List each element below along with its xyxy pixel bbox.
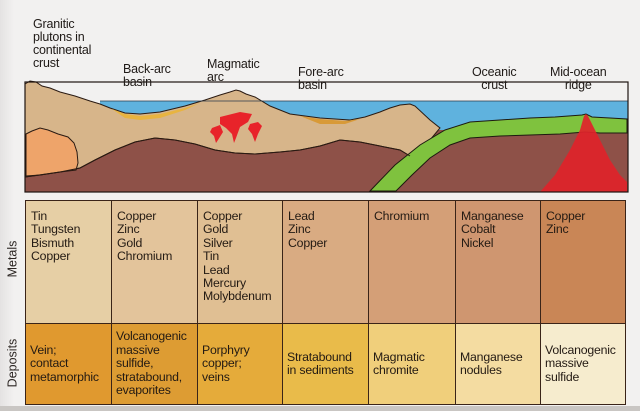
- metal: Zinc: [288, 222, 311, 237]
- metal: Silver: [203, 235, 233, 250]
- deposits-cell-mid-ocean-ridge: Volcanogenic massive sulfide: [541, 324, 625, 404]
- metal: Manganese: [461, 209, 524, 223]
- metal: Copper: [546, 209, 586, 223]
- metal: Chromium: [374, 209, 430, 223]
- metal: Tin: [31, 209, 48, 223]
- page-margin: [0, 0, 14, 411]
- metals-cell-deep-ocean: Manganese Cobalt Nickel: [456, 201, 541, 323]
- metal: Copper: [203, 209, 243, 223]
- metal: Gold: [203, 222, 229, 237]
- metal: Lead: [203, 262, 230, 277]
- row-label-deposits: Deposits: [5, 338, 20, 388]
- metal: Lead: [288, 209, 315, 223]
- cross-section-diagram: [24, 80, 629, 193]
- deposits-cell-back-arc: Volcanogenic massive sulfide, strataboun…: [112, 324, 198, 404]
- deposits-cell-fore-arc: Stratabound in sediments: [283, 324, 369, 404]
- metal: Tin: [203, 249, 220, 264]
- magma-body: [210, 125, 223, 143]
- label-magmatic-arc: Magmatic arc: [207, 57, 260, 84]
- oceanic-crust: [368, 113, 628, 192]
- metal: Copper: [31, 249, 71, 264]
- label-oceanic-crust: Oceanic crust: [472, 65, 517, 92]
- metals-cell-granitic: Tin Tungsten Bismuth Copper: [26, 201, 112, 323]
- deposit-text: Magmatic chromite: [373, 349, 425, 377]
- metals-row: Tin Tungsten Bismuth Copper Copper Zinc …: [26, 201, 625, 324]
- deposits-row: Vein; contact metamorphic Volcanogenic m…: [26, 324, 625, 404]
- metals-cell-oceanic-crust: Chromium: [369, 201, 456, 323]
- deposit-text: Porphyry copper; veins: [202, 342, 250, 384]
- deposits-cell-granitic: Vein; contact metamorphic: [26, 324, 112, 404]
- deposits-cell-magmatic-arc: Porphyry copper; veins: [198, 324, 283, 404]
- back-arc-sediment: [112, 103, 200, 120]
- metal: Molybdenum: [203, 289, 272, 304]
- label-mid-ocean-ridge: Mid-ocean ridge: [550, 65, 607, 92]
- deposit-text: Volcanogenic massive sulfide, strataboun…: [116, 329, 187, 398]
- metal: Zinc: [546, 222, 569, 237]
- label-granitic-plutons: Granitic plutons in continental crust: [33, 17, 92, 70]
- metal: Gold: [117, 235, 143, 250]
- metal: Bismuth: [31, 235, 75, 250]
- page-bottom-edge: [0, 406, 640, 411]
- metal: Nickel: [461, 235, 494, 250]
- deposit-text: Volcanogenic massive sulfide: [545, 342, 616, 384]
- metals-cell-mid-ocean-ridge: Copper Zinc: [541, 201, 625, 323]
- fore-arc-sediment: [300, 116, 360, 124]
- metal: Chromium: [117, 249, 173, 264]
- deposit-text: Manganese nodules: [460, 349, 523, 377]
- ridge-magma: [540, 114, 627, 192]
- deposits-cell-deep-ocean: Manganese nodules: [456, 324, 541, 404]
- magma-body: [220, 112, 252, 143]
- deposits-cell-oceanic-crust: Magmatic chromite: [369, 324, 456, 404]
- metal: Mercury: [203, 276, 247, 291]
- metal: Copper: [288, 235, 328, 250]
- metals-cell-magmatic-arc: Copper Gold Silver Tin Lead Mercury Moly…: [198, 201, 283, 323]
- magma-body: [248, 122, 262, 142]
- metal: Cobalt: [461, 222, 496, 237]
- metals-deposits-table: Tin Tungsten Bismuth Copper Copper Zinc …: [25, 200, 626, 405]
- deposit-text: Stratabound in sediments: [287, 349, 354, 377]
- metal: Zinc: [117, 222, 140, 237]
- metals-cell-fore-arc: Lead Zinc Copper: [283, 201, 369, 323]
- deposit-text: Vein; contact metamorphic: [30, 342, 99, 384]
- metals-cell-back-arc: Copper Zinc Gold Chromium: [112, 201, 198, 323]
- label-fore-arc-basin: Fore-arc basin: [298, 65, 344, 92]
- row-label-metals: Metals: [5, 240, 20, 278]
- label-back-arc-basin: Back-arc basin: [123, 62, 171, 89]
- metal: Tungsten: [31, 222, 81, 237]
- metal: Copper: [117, 209, 157, 223]
